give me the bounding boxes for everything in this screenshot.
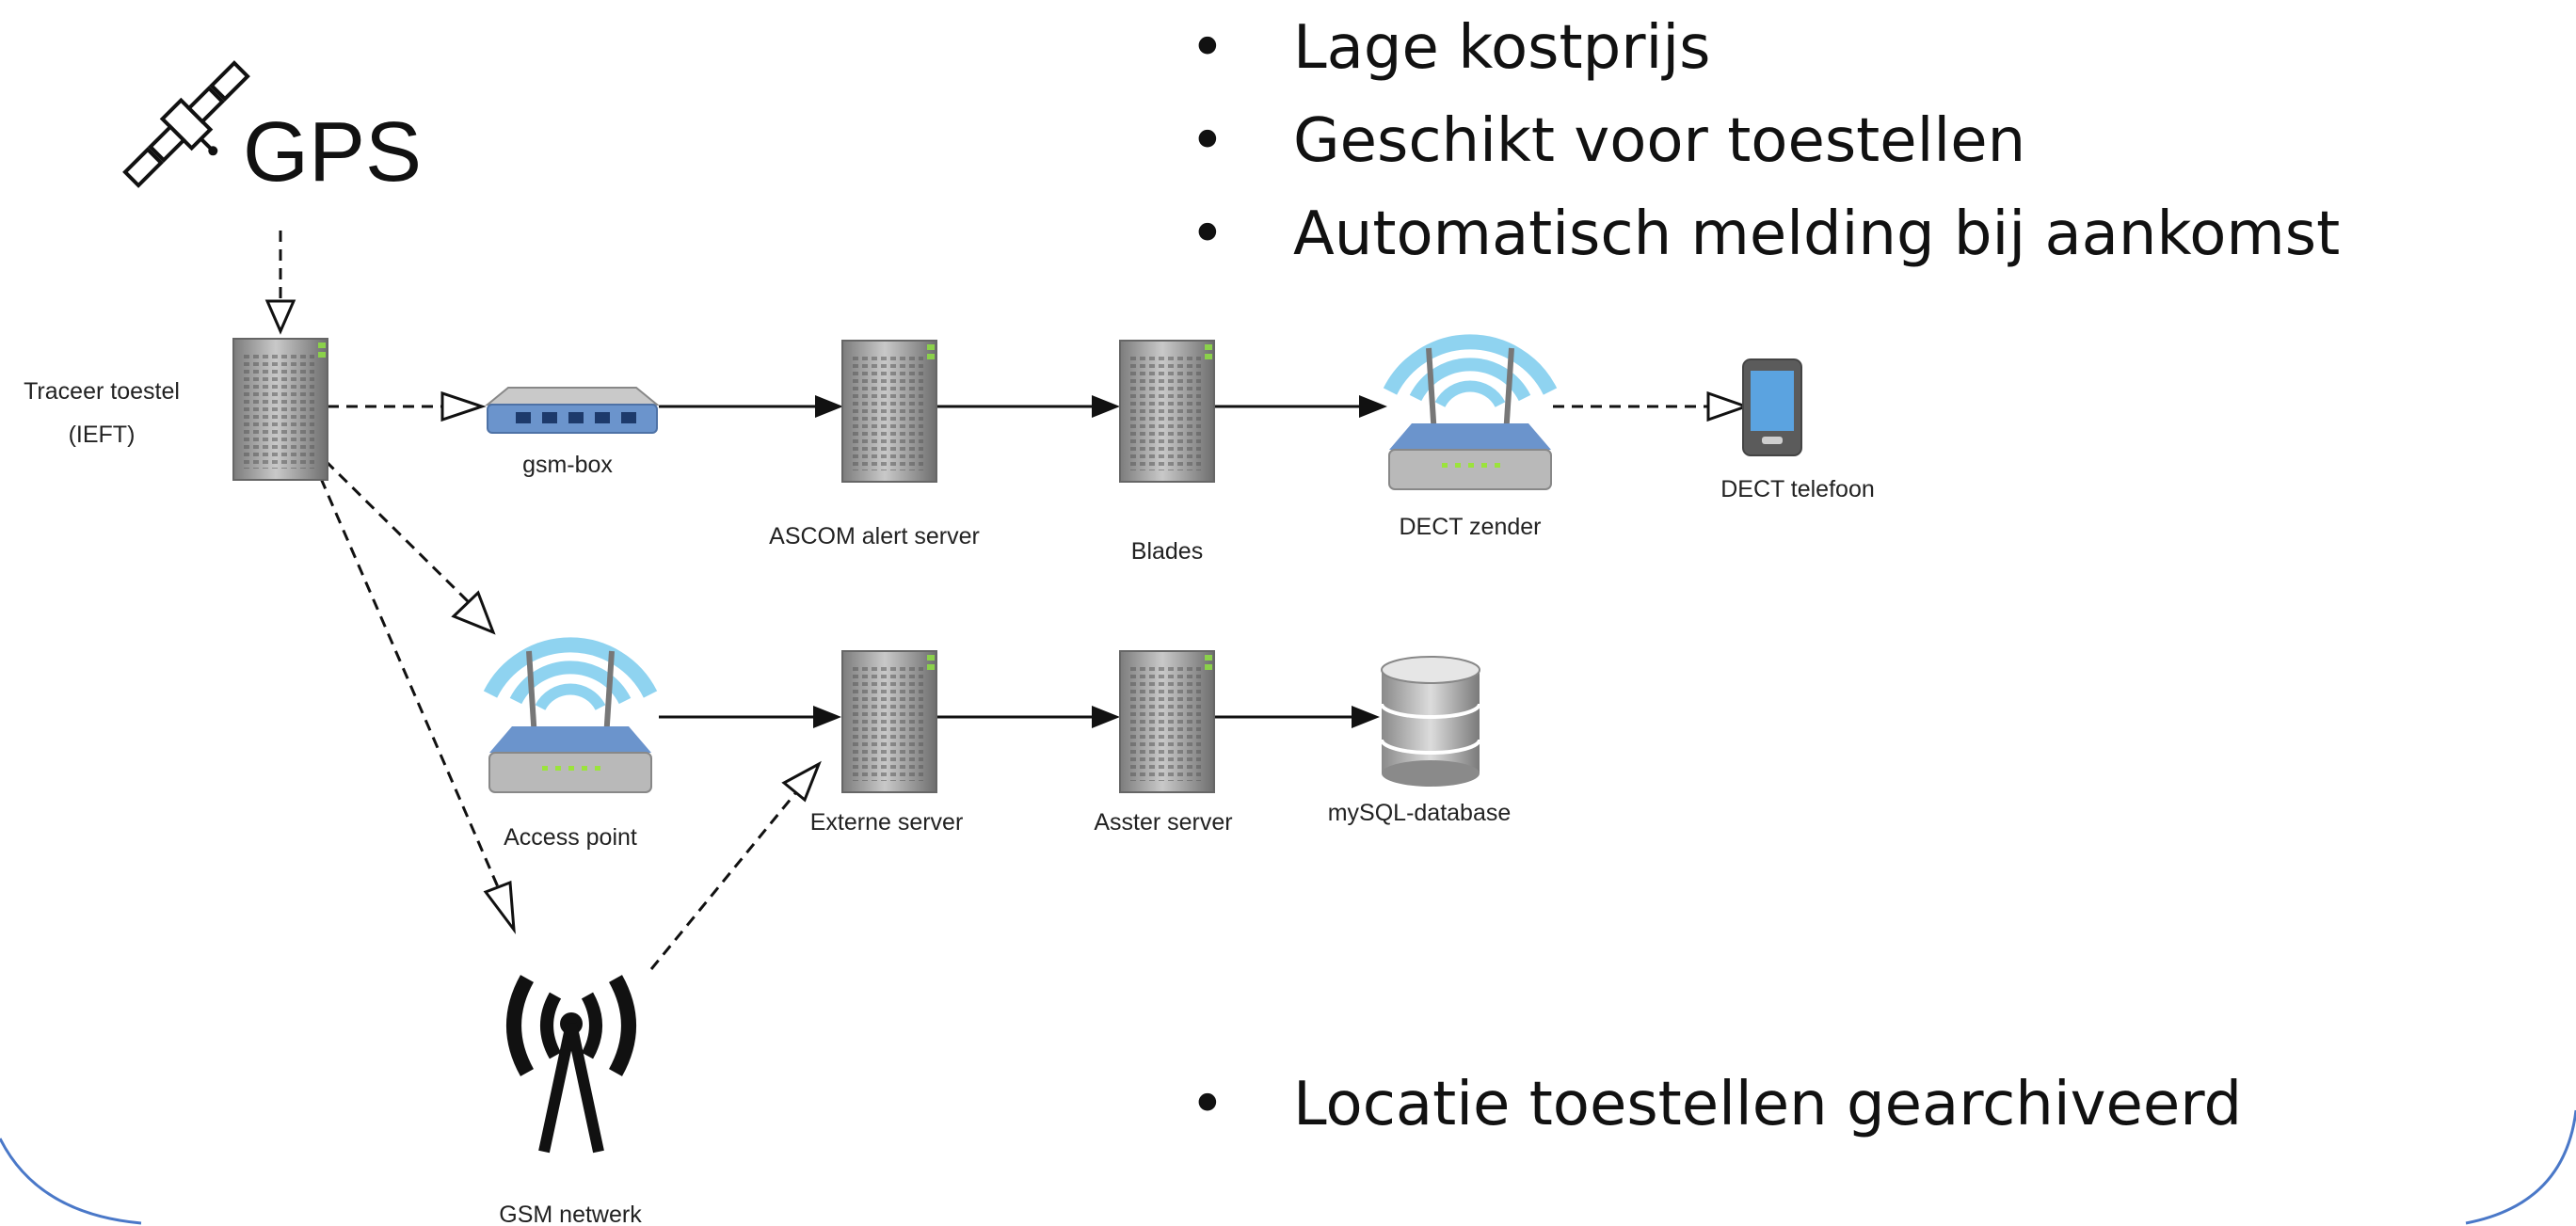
antenna-icon [506,975,636,1154]
bullet-item: • Automatisch melding bij aankomst [1173,188,2340,281]
arrowhead-tracer-gsmnet [483,880,516,935]
gsm-box-label: gsm-box [522,452,613,478]
gsm-box-icon [485,387,660,434]
bullet-dot: • [1190,199,1225,269]
database-icon [1380,656,1481,787]
bullet-text: Automatisch melding bij aankomst [1293,199,2341,269]
feature-list-top: • Lage kostprijs • Geschikt voor toestelle… [1173,2,2340,281]
arrowhead-gps-tracer [264,299,296,335]
bullet-item: • Lage kostprijs [1173,2,2340,95]
dect-zender-label: DECT zender [1400,514,1542,540]
tracer-label-line2: (IEFT) [69,422,136,448]
arrowhead-gsmbox-ascom [815,395,843,418]
bullet-dot: • [1190,13,1225,83]
arrowhead-asster-mysql [1352,706,1380,728]
arrowhead-gsmnet-extern [781,760,822,803]
bullet-text: Lage kostprijs [1293,13,1711,83]
arrowhead-dect-phone [1706,390,1751,422]
externe-server-label: Externe server [810,809,964,836]
bullet-item: • Geschikt voor toestellen [1173,95,2340,188]
externe-server-icon [841,650,937,793]
ascom-label: ASCOM alert server [769,523,980,549]
feature-list-bottom: • Locatie toestellen gearchiveerd [1173,1059,2242,1152]
bullet-text: Locatie toestellen gearchiveerd [1293,1070,2243,1139]
dect-zender-icon [1389,342,1551,489]
asster-server-label: Asster server [1094,809,1232,836]
asster-server-icon [1119,650,1215,793]
bullet-item: • Locatie toestellen gearchiveerd [1173,1059,2242,1152]
arrowhead-ascom-blades [1092,395,1120,418]
tracer-server-icon [232,338,328,481]
arrowhead-blades-dect [1359,395,1387,418]
access-point-label: Access point [504,824,637,851]
dect-phone-label: DECT telefoon [1720,476,1875,502]
bullet-text: Geschikt voor toestellen [1293,106,2026,176]
tracer-label-line1: Traceer toestel [24,378,180,405]
mysql-label: mySQL-database [1328,800,1512,826]
satellite-icon [122,60,250,188]
arrowhead-tracer-ap [451,590,496,635]
edge-gsmnet-extern [649,791,798,970]
gsm-netwerk-label: GSM netwerk [499,1202,642,1226]
blades-server-icon [1119,340,1215,483]
edge-tracer-ap [324,459,471,604]
access-point-icon [489,645,651,792]
arrowhead-extern-asster [1092,706,1120,728]
frame-right-curve [2465,1109,2576,1225]
gps-label: GPS [243,105,422,199]
bullet-dot: • [1190,1070,1225,1139]
edge-tracer-gsmnet [312,460,501,890]
arrowhead-tracer-gsmbox [440,390,487,422]
frame-left-curve [0,1138,142,1225]
bullet-dot: • [1190,106,1225,176]
phone-icon [1742,358,1802,456]
arrowhead-ap-extern [813,706,841,728]
connectors [264,231,1751,970]
ascom-server-icon [841,340,937,483]
blades-label: Blades [1131,538,1203,565]
